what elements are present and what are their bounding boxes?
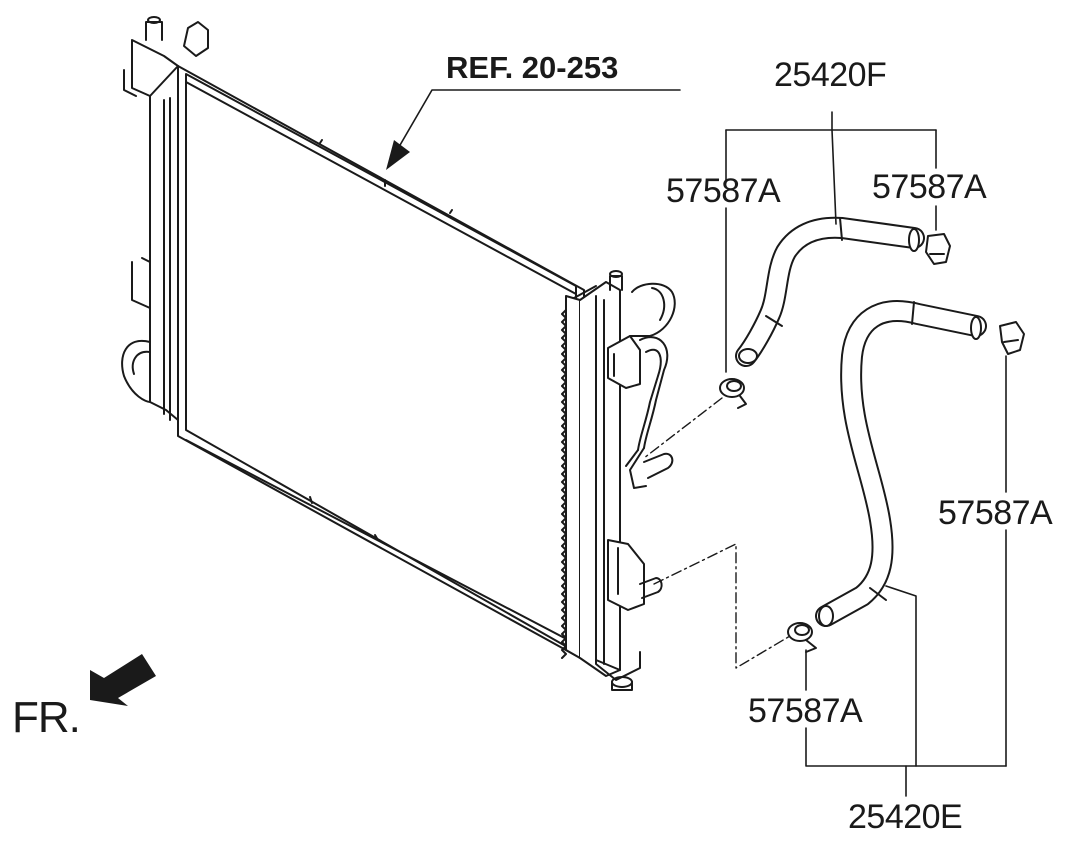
part-number-clamp-upper-right: 57587A	[872, 168, 987, 206]
part-number-lower-hose: 25420E	[848, 798, 963, 836]
ref-arrowhead	[386, 140, 410, 170]
clamp-upper-right	[925, 233, 951, 265]
lower-radiator-hose	[815, 300, 987, 627]
part-number-upper-hose: 25420F	[774, 56, 887, 94]
front-direction-arrow-icon	[90, 654, 156, 706]
upper-radiator-hose	[735, 216, 925, 367]
clamp-upper-left	[719, 378, 747, 409]
clamp-lower	[787, 622, 817, 653]
radiator-left-tank	[121, 16, 209, 421]
ref-label: REF. 20-253	[446, 50, 619, 85]
assembly-lines	[643, 397, 791, 669]
clamp-right	[999, 321, 1025, 355]
front-label: FR.	[12, 693, 81, 742]
part-number-clamp-upper-left: 57587A	[666, 172, 781, 210]
part-number-clamp-lower: 57587A	[748, 692, 863, 730]
leader-lines	[395, 89, 1007, 797]
radiator-right-tank	[561, 270, 676, 691]
radiator-core	[177, 65, 585, 661]
part-number-clamp-right: 57587A	[938, 494, 1053, 532]
